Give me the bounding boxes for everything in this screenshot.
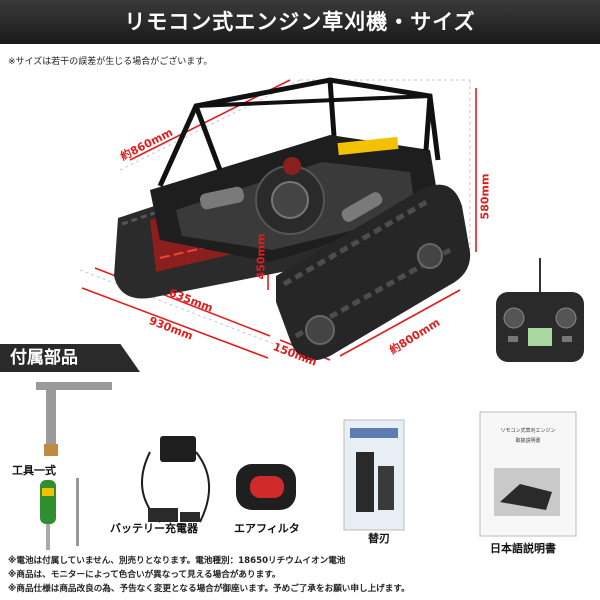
size-disclaimer: ※サイズは若干の誤差が生じる場合がございます。 xyxy=(8,57,213,67)
accessory-images: リモコン式草刈エンジン 取扱説明書 xyxy=(36,382,577,550)
accessory-label-tools: 工具一式 xyxy=(12,464,56,477)
dimension-deck-height: 450mm xyxy=(254,233,268,280)
screwdriver-icon xyxy=(40,478,79,550)
right-track xyxy=(276,184,471,361)
air-filter-icon xyxy=(236,464,296,510)
page-title: リモコン式エンジン草刈機・サイズ xyxy=(0,0,600,44)
wrench-icon xyxy=(36,382,112,456)
accessory-label-charger: バッテリー充電器 xyxy=(110,522,198,535)
accessory-label-air-filter: エアフィルタ xyxy=(234,522,300,535)
accessories-heading: 付属部品 xyxy=(0,344,140,372)
blade-pack-icon xyxy=(343,419,405,531)
accessory-label-blade: 替刃 xyxy=(368,532,390,545)
manual-icon xyxy=(479,411,577,537)
charger-icon xyxy=(141,436,211,523)
remote-controller-icon xyxy=(496,258,584,362)
note-spec-change: ※商品仕様は商品改良の為、予告なく変更となる場合が御座います。予めご了承をお願い… xyxy=(8,584,410,594)
note-color: ※商品は、モニターによって色合いが異なって見える場合があります。 xyxy=(8,570,281,580)
dimension-height: 580mm xyxy=(478,173,492,220)
note-battery: ※電池は付属していません、別売りとなります。電池種別：18650リチウムイオン電… xyxy=(8,556,346,566)
manual-title-line2: 取扱説明書 xyxy=(515,437,540,444)
footer-notes: ※電池は付属していません、別売りとなります。電池種別：18650リチウムイオン電… xyxy=(8,554,410,596)
manual-title-line1: リモコン式草刈エンジン xyxy=(500,427,555,434)
accessory-label-manual: 日本語説明書 xyxy=(490,542,556,555)
mower-illustration xyxy=(79,77,584,362)
product-diagram: 約860mm 580mm 450mm 635mm 930mm 150mm 約80… xyxy=(0,40,600,370)
